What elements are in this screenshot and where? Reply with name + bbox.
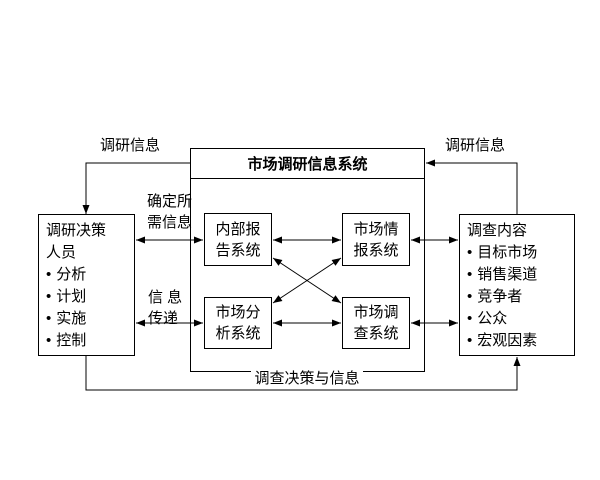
bullet: • [467, 244, 473, 261]
list-item: • 竞争者 [467, 286, 570, 308]
list-item-text: 竞争者 [477, 288, 523, 305]
market-intelligence-system-box: 市场情 报系统 [342, 213, 410, 266]
list-item-text: 公众 [477, 310, 508, 327]
label-research-info-left: 调研信息 [100, 137, 161, 154]
bullet: • [46, 332, 52, 349]
list-item: • 实施 [46, 308, 130, 330]
survey-content-box: 调查内容 • 目标市场 • 销售渠道 • 竞争者 • 公众 • 宏观因素 [459, 214, 575, 356]
list-item: • 销售渠道 [467, 264, 570, 286]
list-item-text: 宏观因素 [477, 332, 538, 349]
label-determine-needed-info: 确定所 需信息 [147, 193, 193, 231]
label-info-transfer: 信 息 传递 [148, 289, 183, 327]
bullet: • [467, 310, 473, 327]
list-item: • 宏观因素 [467, 330, 570, 352]
mis-title: 市场调研信息系统 [191, 149, 424, 179]
list-item-text: 分析 [56, 266, 87, 283]
bullet: • [467, 332, 473, 349]
list-item-text: 计划 [56, 288, 87, 305]
list-item: • 控制 [46, 330, 130, 352]
decision-personnel-title: 调研决策 人员 [46, 222, 107, 261]
list-item: • 分析 [46, 264, 130, 286]
arrow-bottom [85, 356, 521, 391]
arrow-diagonal-2 [272, 257, 342, 304]
arrow-top-left [82, 162, 190, 214]
bullet: • [467, 266, 473, 283]
decision-personnel-box: 调研决策 人员 • 分析 • 计划 • 实施 • 控制 [38, 214, 135, 356]
bullet: • [467, 288, 473, 305]
bullet: • [46, 288, 52, 305]
list-item: • 计划 [46, 286, 130, 308]
list-item: • 目标市场 [467, 242, 570, 264]
bullet: • [46, 266, 52, 283]
list-item-text: 控制 [56, 332, 87, 349]
list-item-text: 目标市场 [477, 244, 538, 261]
list-item: • 公众 [467, 308, 570, 330]
survey-content-title: 调查内容 [467, 222, 528, 239]
arrow-top-right [426, 159, 518, 214]
label-research-info-right: 调研信息 [445, 137, 506, 154]
label-survey-decision-info: 调查决策与信息 [251, 368, 363, 389]
internal-report-system-box: 内部报 告系统 [204, 213, 272, 266]
market-analysis-system-box: 市场分 析系统 [204, 297, 272, 349]
bullet: • [46, 310, 52, 327]
list-item-text: 实施 [56, 310, 87, 327]
market-survey-system-box: 市场调 查系统 [342, 297, 410, 349]
list-item-text: 销售渠道 [477, 266, 538, 283]
